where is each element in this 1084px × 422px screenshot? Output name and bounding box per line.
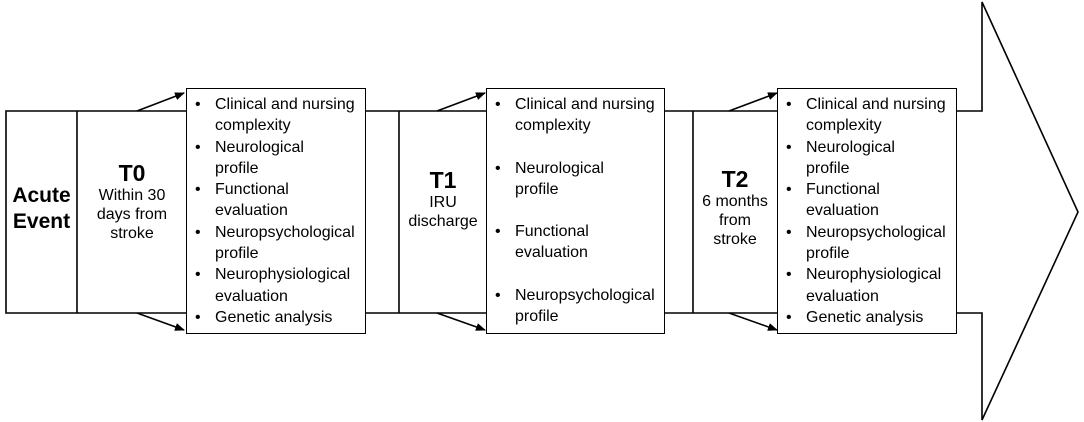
list-item: •Genetic analysis bbox=[786, 308, 924, 326]
list-item: •Clinical and nursing complexity bbox=[786, 96, 946, 135]
list-item: •Neurophysiological evaluation bbox=[786, 266, 942, 305]
list-item: •Clinical and nursing complexity bbox=[495, 96, 655, 135]
list-item: •Neurophysiological evaluation bbox=[195, 266, 351, 305]
stage-t1-title: T1 bbox=[429, 167, 457, 193]
arrow-t1-top bbox=[436, 92, 486, 112]
stage-t1-label: T1 IRU discharge bbox=[399, 167, 487, 231]
arrow-t2-bottom bbox=[728, 312, 778, 331]
list-item: •Functional evaluation bbox=[495, 223, 589, 262]
list-item: •Neurological profile bbox=[495, 159, 604, 198]
list-item: •Neuropsychological profile bbox=[786, 223, 946, 263]
list-item: •Neuropsychological profile bbox=[195, 223, 355, 263]
stage-t2-title: T2 bbox=[721, 166, 749, 192]
list-item: •Neurological profile bbox=[786, 138, 895, 177]
assessment-box-t1: •Clinical and nursing complexity •Neurol… bbox=[486, 88, 665, 334]
arrow-t0-top bbox=[136, 92, 185, 112]
assessment-list-t1: •Clinical and nursing complexity •Neurol… bbox=[487, 94, 660, 327]
acute-event-label: Acute Event bbox=[12, 184, 71, 233]
stage-t2-label: T2 6 months from stroke bbox=[693, 166, 777, 249]
arrow-t1-bottom bbox=[436, 312, 486, 331]
list-item: •Clinical and nursing complexity bbox=[195, 96, 355, 135]
assessment-box-t0: •Clinical and nursing complexity •Neurol… bbox=[186, 88, 366, 334]
assessment-box-t2: •Clinical and nursing complexity •Neurol… bbox=[777, 88, 957, 334]
assessment-list-t0: •Clinical and nursing complexity •Neurol… bbox=[187, 94, 361, 328]
stage-t0-subtitle: Within 30 days from stroke bbox=[96, 187, 168, 242]
list-item: •Functional evaluation bbox=[786, 181, 880, 220]
arrow-t2-top bbox=[728, 92, 778, 112]
stage-t1-subtitle: IRU discharge bbox=[408, 194, 478, 230]
list-item: •Genetic analysis bbox=[195, 308, 333, 326]
list-item: •Functional evaluation bbox=[195, 181, 289, 220]
stage-t2-subtitle: 6 months from stroke bbox=[702, 193, 768, 248]
arrow-t0-bottom bbox=[136, 312, 185, 331]
assessment-list-t2: •Clinical and nursing complexity •Neurol… bbox=[778, 94, 952, 328]
stage-t0-title: T0 bbox=[118, 160, 146, 186]
list-item: •Neuropsychological profile bbox=[495, 286, 655, 326]
stage-t0-label: T0 Within 30 days from stroke bbox=[77, 160, 187, 243]
list-item: •Neurological profile bbox=[195, 138, 304, 177]
